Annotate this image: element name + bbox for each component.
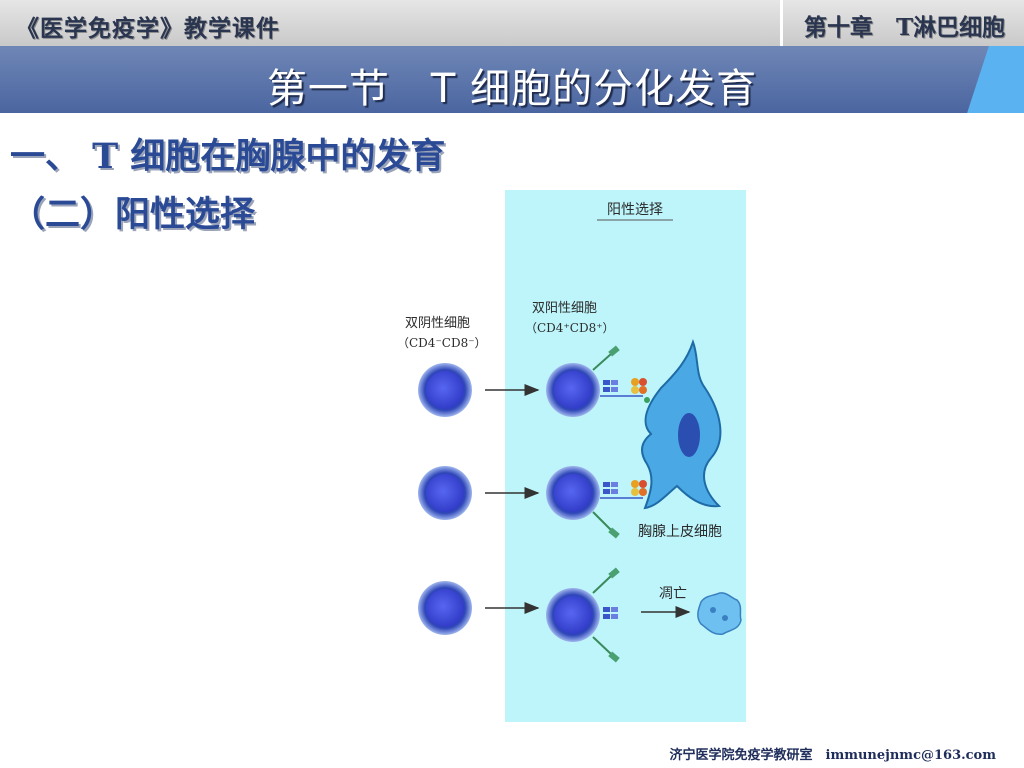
tcr-unbound: [603, 607, 618, 619]
apoptotic-fragment: [710, 607, 716, 613]
chapter-title: 第十章 T淋巴细胞: [804, 14, 1006, 41]
co-receptor-stalk: [592, 511, 620, 539]
footer-credit: 济宁医学院免疫学教研室 immunejnmc@163.com: [669, 748, 996, 763]
tcr-mhc-complex: [600, 378, 650, 403]
apoptotic-cell: [697, 592, 742, 636]
section-title-bar: 第一节 T 细胞的分化发育: [0, 46, 1024, 113]
double-negative-cell: [418, 466, 472, 520]
header-divider: [780, 0, 783, 46]
co-receptor-stalk: [592, 345, 620, 371]
apoptotic-fragment: [722, 615, 728, 621]
positive-selection-figure: 阳性选择 双阴性细胞 （CD4⁻CD8⁻） 双阳性细胞 （CD4⁺CD8⁺） 胸…: [397, 190, 746, 722]
tcr-mhc-complex: [600, 480, 647, 499]
double-negative-marker: （CD4⁻CD8⁻）: [397, 336, 487, 350]
double-negative-cell: [418, 581, 472, 635]
apoptosis-label: 凋亡: [659, 586, 687, 602]
double-negative-label: 双阴性细胞: [405, 316, 470, 331]
header-bar: 《医学免疫学》教学课件 第十章 T淋巴细胞: [0, 0, 1024, 47]
double-positive-cell: [546, 588, 600, 642]
double-positive-cell: [546, 363, 600, 417]
panel-title: 阳性选择: [607, 202, 663, 218]
epithelial-nucleus: [678, 413, 700, 457]
double-positive-label: 双阳性细胞: [532, 301, 597, 316]
double-positive-marker: （CD4⁺CD8⁺）: [525, 321, 615, 335]
double-negative-cell: [418, 363, 472, 417]
epithelial-label: 胸腺上皮细胞: [638, 524, 722, 540]
double-positive-cell: [546, 466, 600, 520]
heading-level-2: （二）阳性选择: [10, 194, 256, 235]
heading-level-1: 一、 T 细胞在胸腺中的发育: [10, 136, 446, 177]
section-title: 第一节 T 细胞的分化发育: [266, 66, 758, 112]
course-title: 《医学免疫学》教学课件: [16, 15, 280, 42]
co-receptor-stalk: [592, 567, 620, 663]
